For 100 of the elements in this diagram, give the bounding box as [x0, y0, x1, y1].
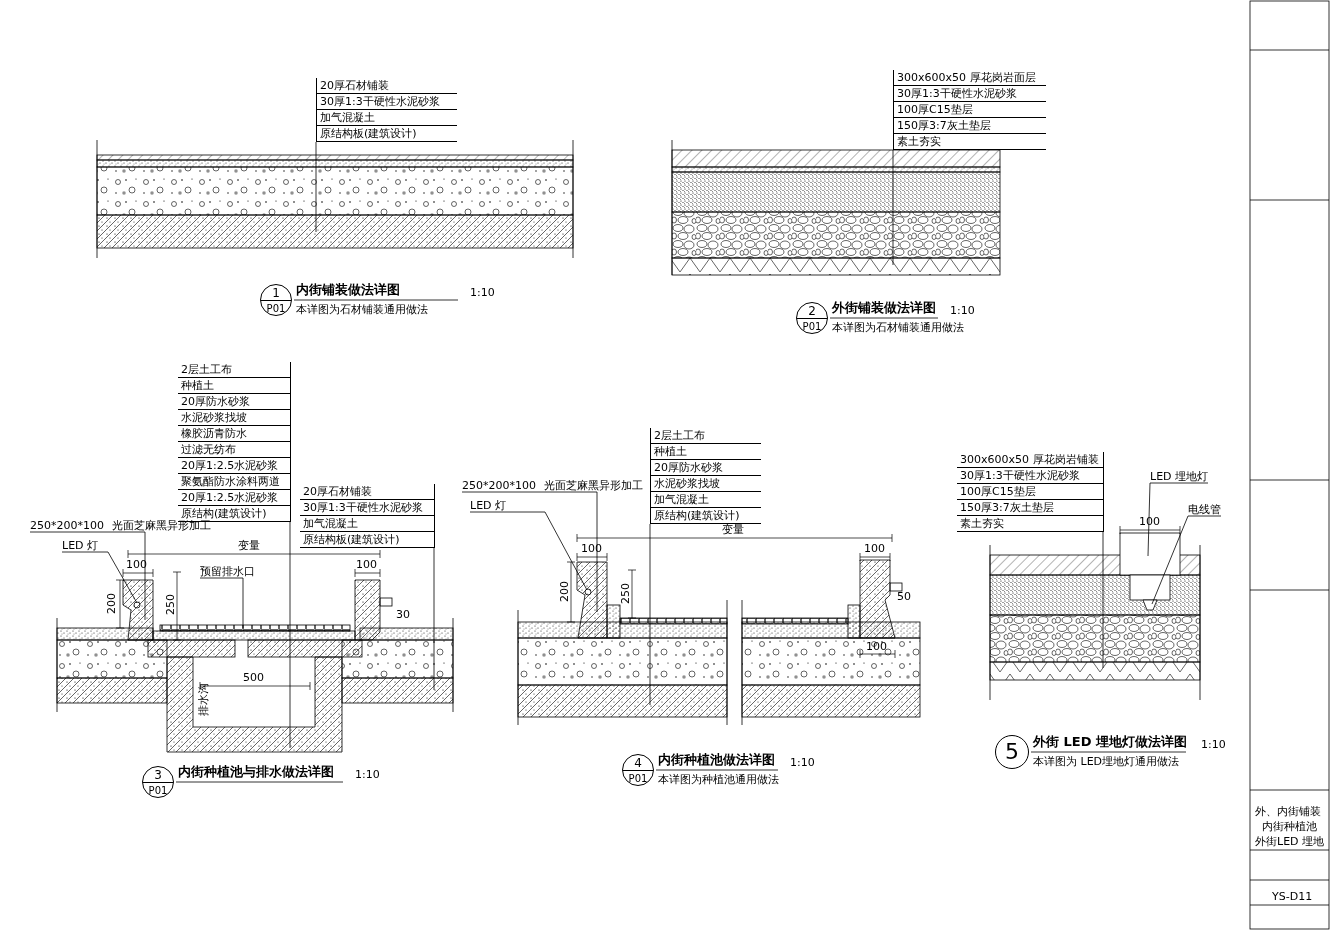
callout-text: LED 灯: [62, 539, 99, 552]
planter-drain-section-drawing: [56, 579, 454, 753]
leader-line: [469, 511, 588, 591]
drawing-title-text: 外街LED 埋地: [1255, 835, 1325, 848]
layer-note: 20厚1:2.5水泥砂浆: [178, 458, 290, 474]
layer-note: 加气混凝土: [651, 492, 761, 508]
layer-note: 30厚1:3干硬性水泥砂浆: [957, 468, 1103, 484]
dimension-text: 变量: [238, 539, 260, 552]
callout-text: 250*200*100: [462, 479, 536, 492]
dimension-text: 100: [126, 558, 147, 571]
callout-text: 电线管: [1188, 503, 1221, 516]
layer-note: 100厚C15垫层: [894, 102, 1046, 118]
dimension-text: 变量: [722, 523, 744, 536]
leader-line: [892, 149, 894, 266]
scale-text: 1:10: [1201, 738, 1226, 751]
detail-title: 内街铺装做法详图: [296, 282, 400, 297]
leader-line: [61, 551, 138, 604]
detail-number: 5: [1005, 740, 1019, 764]
drawing-number: YS-D11: [1272, 890, 1313, 903]
layer-note: 20厚石材铺装: [317, 78, 457, 94]
leader-line: [29, 531, 146, 621]
layer-note: 过滤无纺布: [178, 442, 290, 458]
layer-note: 30厚1:3干硬性水泥砂浆: [317, 94, 457, 110]
dimension-text: 250: [619, 583, 632, 604]
inground-light-section-drawing: [989, 532, 1201, 701]
scale-text: 1:10: [950, 304, 975, 317]
leader-line: [461, 491, 598, 613]
drain-label: 排水沟: [197, 683, 210, 716]
layer-note: 150厚3:7灰土垫层: [894, 118, 1046, 134]
layer-note: 20厚石材铺装: [300, 484, 434, 500]
dimension-text: 200: [105, 593, 118, 614]
sheet-number: P01: [148, 785, 168, 797]
detail-note: 本详图为种植池通用做法: [658, 773, 779, 786]
callout-text: 光面芝麻黑异形加工: [544, 479, 643, 492]
layer-note: 种植土: [178, 378, 290, 394]
leader-line: [1147, 482, 1209, 557]
layer-note: 原结构(建筑设计): [651, 508, 761, 524]
sheet-number: P01: [266, 303, 286, 315]
detail-title: 内街种植池与排水做法详图: [178, 764, 334, 779]
layer-note: 30厚1:3干硬性水泥砂浆: [300, 500, 434, 516]
layer-note: 加气混凝土: [317, 110, 457, 126]
layer-note: 加气混凝土: [300, 516, 434, 532]
detail-title: 内街种植池做法详图: [658, 752, 775, 767]
dimension-text: 250: [164, 594, 177, 615]
dimension-text: 100: [864, 542, 885, 555]
callout-table: [300, 484, 435, 548]
dimension-text: 100: [866, 640, 887, 653]
detail-note: 本详图为 LED埋地灯通用做法: [1033, 755, 1180, 768]
layer-note: 2层土工布: [651, 428, 761, 444]
layer-note: 100厚C15垫层: [957, 484, 1103, 500]
layer-note: 20厚防水砂浆: [178, 394, 290, 410]
dimension-text: 30: [396, 608, 410, 621]
dimension-text: 100: [356, 558, 377, 571]
detail-number: 2: [808, 305, 816, 317]
callout-text: 预留排水口: [200, 565, 255, 578]
layer-note: 素土夯实: [894, 134, 1046, 150]
layer-note: 聚氨酯防水涂料两道: [178, 474, 290, 490]
dimension-text: 100: [581, 542, 602, 555]
layer-note: 300x600x50 厚花岗岩铺装: [957, 452, 1103, 468]
sheet-number: P01: [802, 321, 822, 333]
detail-note: 本详图为石材铺装通用做法: [296, 303, 428, 316]
detail-title: 外街铺装做法详图: [832, 300, 936, 315]
callout-table: [316, 78, 457, 142]
layer-note: 原结构板(建筑设计): [300, 532, 434, 548]
layer-note: 150厚3:7灰土垫层: [957, 500, 1103, 516]
layer-note: 原结构板(建筑设计): [317, 126, 457, 142]
detail-number: 3: [154, 769, 162, 781]
leader-line: [433, 547, 435, 691]
layer-note: 橡胶沥青防水: [178, 426, 290, 442]
scale-text: 1:10: [355, 768, 380, 781]
dimension-text: 200: [558, 581, 571, 602]
scale-text: 1:10: [790, 756, 815, 769]
dimension-text: 50: [897, 590, 911, 603]
layer-note: 种植土: [651, 444, 761, 460]
layer-note: 素土夯实: [957, 516, 1103, 532]
leader-line: [1151, 515, 1222, 605]
planter-section-drawing: [517, 559, 921, 726]
callout-table: [650, 428, 761, 524]
callout-table: [957, 452, 1104, 532]
dimension-text: 500: [243, 671, 264, 684]
detail-number: 4: [634, 757, 642, 769]
layer-note: 30厚1:3干硬性水泥砂浆: [894, 86, 1046, 102]
detail-number: 1: [272, 287, 280, 299]
detail-note: 本详图为石材铺装通用做法: [832, 321, 964, 334]
layer-note: 20厚1:2.5水泥砂浆: [178, 490, 290, 506]
leader-line: [649, 523, 651, 706]
callout-text: LED 埋地灯: [1150, 470, 1209, 483]
callout-text: 250*200*100: [30, 519, 104, 532]
drawing-title-text: 内街种植池: [1262, 820, 1317, 833]
sheet-number: P01: [628, 773, 648, 785]
paving-section-drawing: [96, 139, 574, 259]
drawing-title-text: 外、内街铺装: [1255, 805, 1321, 818]
callout-table: [893, 70, 1046, 150]
layer-note: 原结构(建筑设计): [178, 506, 290, 522]
layer-note: 20厚防水砂浆: [651, 460, 761, 476]
layer-note: 300x600x50 厚花岗岩面层: [894, 70, 1046, 86]
leader-line: [289, 521, 291, 749]
scale-text: 1:10: [470, 286, 495, 299]
detail-title: 外街 LED 埋地灯做法详图: [1033, 734, 1187, 749]
leader-line: [1102, 531, 1104, 669]
